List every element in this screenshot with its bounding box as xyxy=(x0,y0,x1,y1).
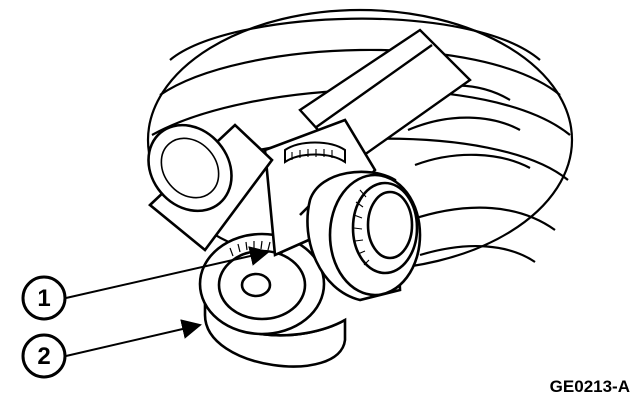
callout-1: 1 xyxy=(21,246,270,321)
callout-1-number: 1 xyxy=(37,285,50,312)
callout-1-leader xyxy=(65,246,270,299)
right-roller-bearing xyxy=(306,170,422,302)
callout-1-circle xyxy=(21,275,67,321)
inner-race xyxy=(198,232,326,336)
callout-2-circle xyxy=(21,333,67,379)
left-roller xyxy=(147,123,274,252)
callout-2-leader xyxy=(65,319,202,357)
center-collar xyxy=(284,141,346,164)
callout-2: 2 xyxy=(21,319,202,379)
figure-id: GE0213-A xyxy=(550,377,630,396)
callout-2-number: 2 xyxy=(37,343,50,370)
